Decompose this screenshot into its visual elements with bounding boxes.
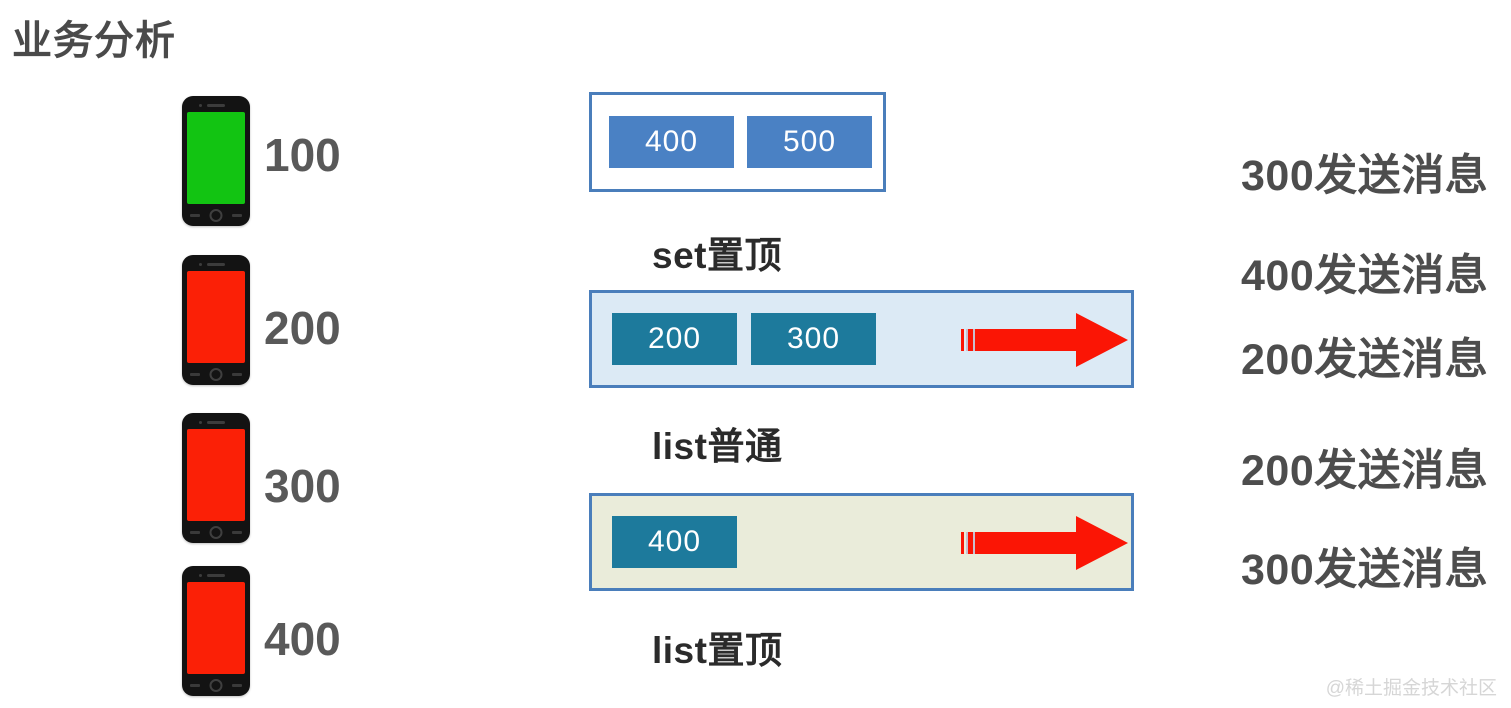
phone-earpiece — [207, 421, 225, 424]
watermark: @稀土掘金技术社区 — [1325, 678, 1497, 699]
list-normal-tile-300[interactable]: 300 — [751, 313, 876, 365]
phone-home-button — [209, 209, 223, 222]
phone-screen — [187, 271, 245, 363]
device-label-300: 300 — [264, 460, 341, 512]
red-arrow-icon — [958, 512, 1130, 574]
device-label-200: 200 — [264, 302, 341, 354]
phone-earpiece — [207, 104, 225, 107]
message-line-3: 200发送消息 — [1241, 336, 1489, 384]
phone-screen — [187, 429, 245, 521]
phone-back-key — [190, 684, 200, 687]
phone-earpiece — [207, 263, 225, 266]
list-top-caption: list置顶 — [652, 630, 783, 671]
smartphone-icon — [182, 255, 250, 385]
smartphone-icon — [182, 566, 250, 696]
smartphone-icon — [182, 96, 250, 226]
list-normal-tile-200[interactable]: 200 — [612, 313, 737, 365]
phone-camera-dot — [199, 104, 202, 107]
phone-earpiece — [207, 574, 225, 577]
phone-screen — [187, 582, 245, 674]
device-label-400: 400 — [264, 613, 341, 665]
device-row-100: 100 — [182, 96, 442, 226]
list-top-panel: 400 — [589, 493, 1134, 591]
device-label-100: 100 — [264, 129, 341, 181]
list-top-tile-400[interactable]: 400 — [612, 516, 737, 568]
device-row-300: 300 — [182, 413, 442, 543]
device-row-200: 200 — [182, 255, 442, 385]
phone-home-button — [209, 679, 223, 692]
smartphone-icon — [182, 413, 250, 543]
page-title: 业务分析 — [12, 19, 176, 63]
phone-camera-dot — [199, 263, 202, 266]
set-tile-500[interactable]: 500 — [747, 116, 872, 168]
phone-camera-dot — [199, 574, 202, 577]
phone-back-key — [190, 214, 200, 217]
device-row-400: 400 — [182, 566, 442, 696]
message-line-4: 200发送消息 — [1241, 447, 1489, 495]
phone-screen — [187, 112, 245, 204]
message-line-5: 300发送消息 — [1241, 546, 1489, 594]
phone-camera-dot — [199, 421, 202, 424]
message-line-2: 400发送消息 — [1241, 252, 1489, 300]
phone-home-button — [209, 368, 223, 381]
phone-back-key — [190, 531, 200, 534]
red-arrow-icon — [958, 309, 1130, 371]
phone-home-button — [209, 526, 223, 539]
phone-menu-key — [232, 373, 242, 376]
set-top-panel: 400 500 — [589, 92, 886, 192]
phone-menu-key — [232, 531, 242, 534]
set-tile-400[interactable]: 400 — [609, 116, 734, 168]
list-normal-panel: 200 300 — [589, 290, 1134, 388]
list-normal-caption: list普通 — [652, 426, 783, 467]
phone-menu-key — [232, 214, 242, 217]
message-line-1: 300发送消息 — [1241, 152, 1489, 200]
phone-back-key — [190, 373, 200, 376]
phone-menu-key — [232, 684, 242, 687]
set-top-caption: set置顶 — [652, 235, 782, 276]
